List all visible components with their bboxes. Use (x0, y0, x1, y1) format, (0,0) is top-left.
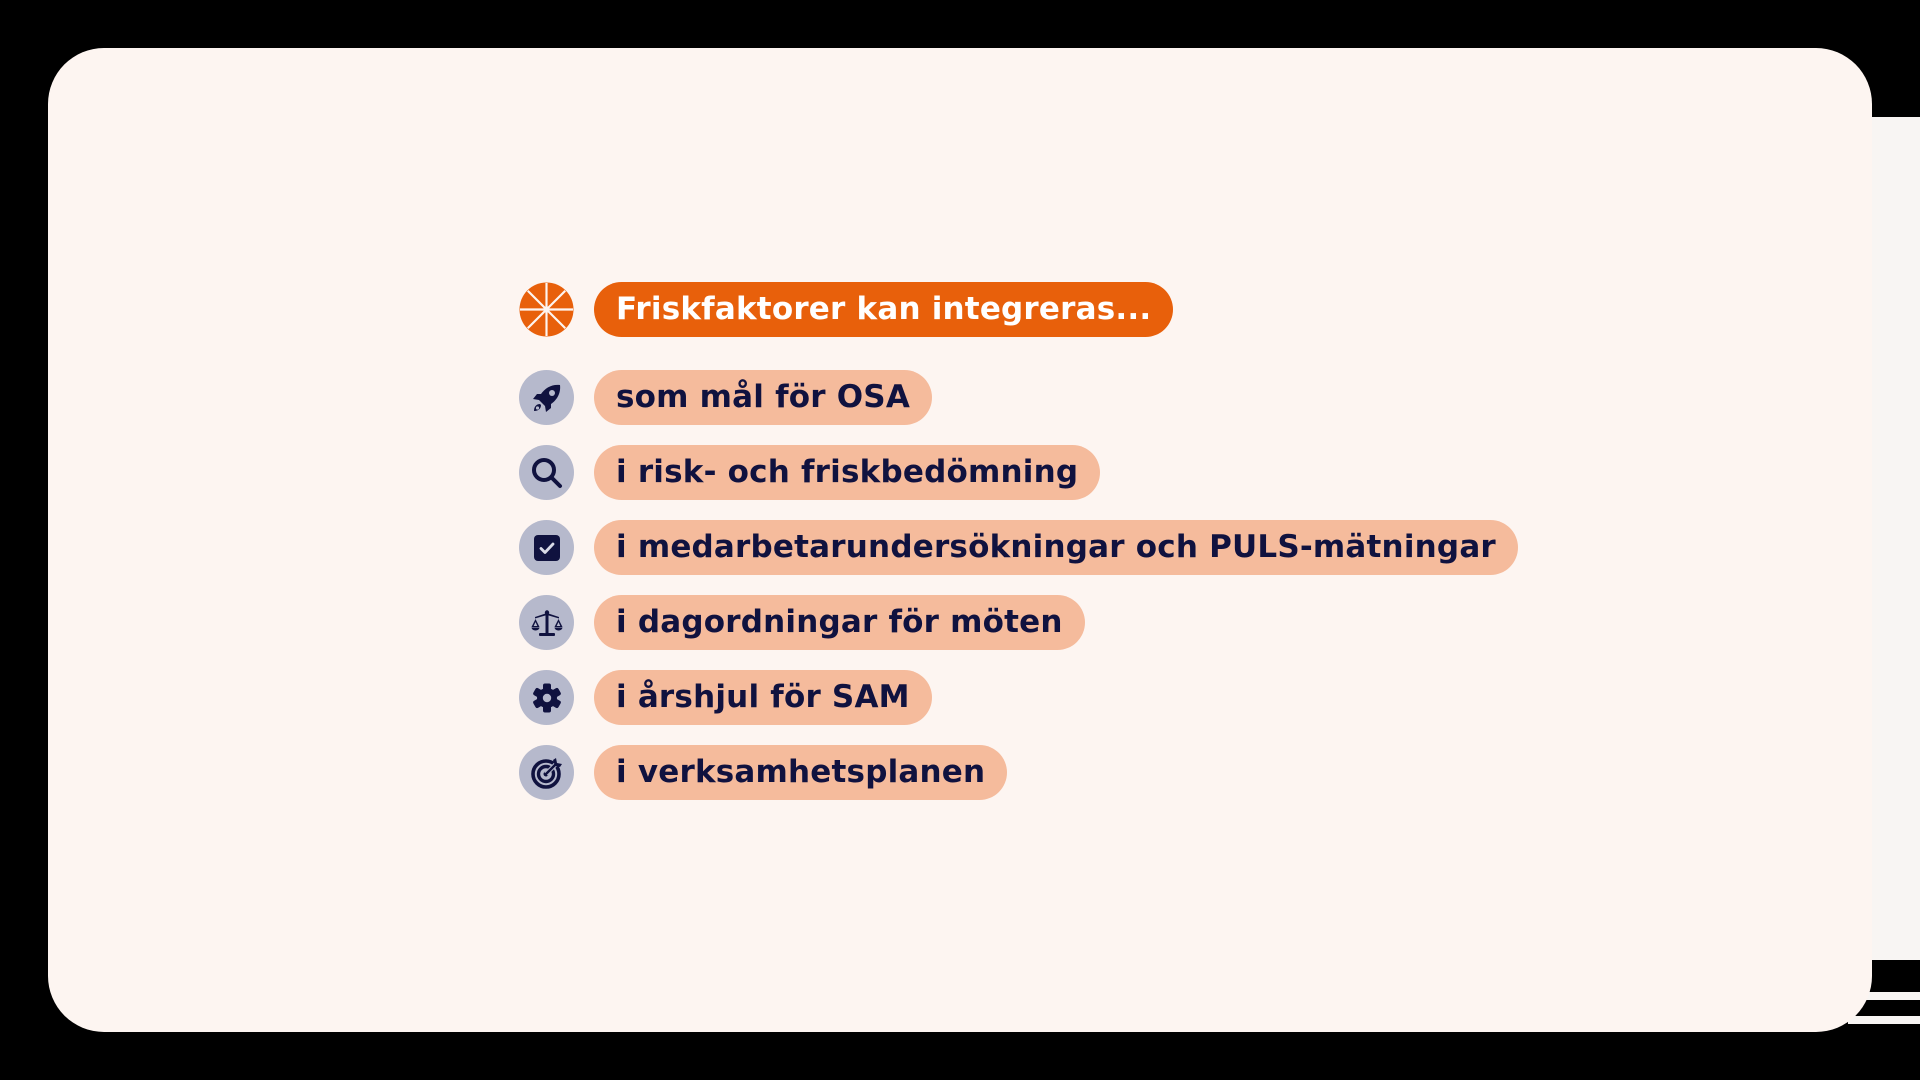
list-item-label: som mål för OSA (594, 370, 933, 425)
list-item-label: i verksamhetsplanen (594, 745, 1008, 800)
side-strip (1872, 117, 1920, 960)
target-icon (519, 745, 574, 800)
list-item-label: i årshjul för SAM (594, 670, 932, 725)
heading-row: Friskfaktorer kan integreras... (519, 282, 1518, 337)
search-icon (519, 445, 574, 500)
side-line (1848, 992, 1920, 1000)
gear-icon (519, 670, 574, 725)
list-item-sam: i årshjul för SAM (519, 670, 1518, 725)
list-item-label: i dagordningar för möten (594, 595, 1085, 650)
list-item-plan: i verksamhetsplanen (519, 745, 1518, 800)
list-item-survey: i medarbetarundersökningar och PULS-mätn… (519, 520, 1518, 575)
side-line (1848, 1016, 1920, 1024)
list-item-label: i risk- och friskbedömning (594, 445, 1101, 500)
integration-list: Friskfaktorer kan integreras... som mål … (519, 282, 1518, 820)
list-item-agenda: i dagordningar för möten (519, 595, 1518, 650)
list-item-label: i medarbetarundersökningar och PULS-mätn… (594, 520, 1518, 575)
list-item-osa: som mål för OSA (519, 370, 1518, 425)
rocket-icon (519, 370, 574, 425)
heading-pill: Friskfaktorer kan integreras... (594, 282, 1174, 337)
orange-slice-icon (519, 282, 574, 337)
list-item-risk: i risk- och friskbedömning (519, 445, 1518, 500)
scale-icon (519, 595, 574, 650)
checkbox-icon (519, 520, 574, 575)
